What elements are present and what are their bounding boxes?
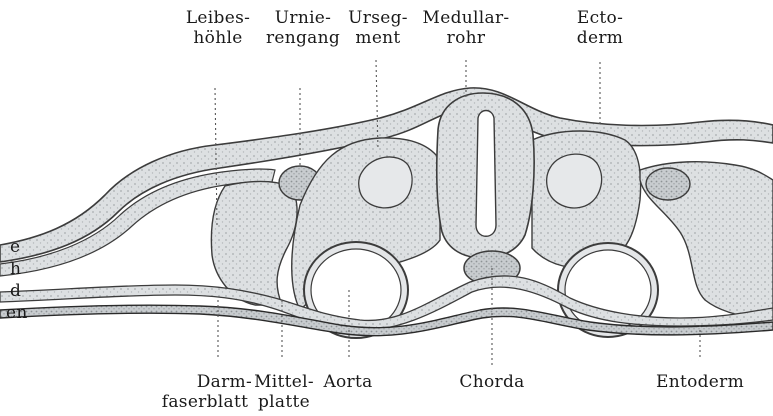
side-label-en: en [2, 302, 30, 324]
neural-canal [476, 111, 496, 237]
label-leibeshoehle: Leibes- höhle [170, 8, 266, 48]
label-aorta: Aorta [318, 372, 378, 392]
label-medullarrohr-line2: rohr [418, 28, 514, 48]
label-mittelplatte-line2: platte [246, 392, 322, 412]
label-ectoderm: Ecto- derm [560, 8, 640, 48]
label-ectoderm-line2: derm [560, 28, 640, 48]
label-chorda: Chorda [450, 372, 534, 392]
label-leibeshoehle-line2: höhle [170, 28, 266, 48]
lateral-plate-left [211, 182, 297, 306]
nephric-duct-right [646, 168, 690, 200]
label-ectoderm-line1: Ecto- [560, 8, 640, 28]
label-medullarrohr-line1: Medullar- [418, 8, 514, 28]
label-darmfaserblatt-line2: faserblatt [150, 392, 260, 412]
label-darmfaserblatt-line1: Darm- [150, 372, 260, 392]
side-label-h: h [2, 258, 30, 280]
label-ursegment-line1: Urseg- [338, 8, 418, 28]
label-urnierengang: Urnie- rengang [262, 8, 344, 48]
label-darmfaserblatt: Darm- faserblatt [150, 372, 260, 412]
label-entoderm-text: Entoderm [644, 372, 756, 392]
label-mittelplatte-line1: Mittel- [246, 372, 322, 392]
label-urnierengang-line2: rengang [262, 28, 344, 48]
label-medullarrohr: Medullar- rohr [418, 8, 514, 48]
label-aorta-text: Aorta [318, 372, 378, 392]
somite-right [547, 154, 602, 208]
label-mittelplatte: Mittel- platte [246, 372, 322, 412]
side-label-e: e [2, 236, 30, 258]
label-ursegment: Urseg- ment [338, 8, 418, 48]
label-chorda-text: Chorda [450, 372, 534, 392]
label-leibeshoehle-line1: Leibes- [170, 8, 266, 28]
side-labels: e h d en [2, 236, 30, 324]
label-urnierengang-line1: Urnie- [262, 8, 344, 28]
side-label-d: d [2, 280, 30, 302]
label-ursegment-line2: ment [338, 28, 418, 48]
label-entoderm: Entoderm [644, 372, 756, 392]
